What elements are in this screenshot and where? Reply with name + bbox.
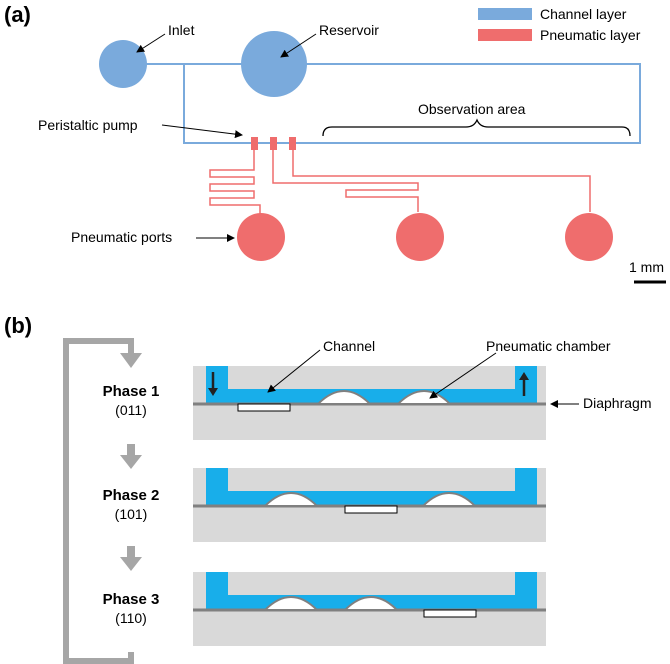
chamber-inflated	[262, 596, 320, 611]
pneumatic-layer	[209, 150, 591, 215]
channel-arrow	[267, 349, 321, 393]
legend-label-pneumatic: Pneumatic layer	[540, 27, 641, 43]
pneumatic-line-1	[209, 150, 261, 215]
legend-label-channel: Channel layer	[540, 6, 627, 22]
phase-2-cross-section	[193, 468, 546, 542]
chamber-flat	[237, 403, 291, 412]
inlet-port	[99, 40, 147, 88]
phase-2-name: Phase 2	[103, 487, 160, 504]
reservoir-label: Reservoir	[319, 22, 379, 38]
channel-layer	[140, 63, 641, 144]
panel-b-tag: (b)	[4, 313, 32, 338]
observation-area-brace	[322, 118, 631, 137]
reservoir	[241, 31, 307, 97]
chamber-flat	[344, 505, 398, 514]
phase-3-code: (110)	[115, 610, 147, 626]
observation-area-label: Observation area	[418, 101, 526, 117]
pneumatic-port-3	[565, 213, 613, 261]
channel-label: Channel	[323, 338, 375, 354]
pump-valve-3	[289, 137, 296, 150]
phase-2-code: (101)	[115, 506, 148, 522]
phase-arrow-1-icon	[120, 444, 142, 469]
pneumatic-line-2	[272, 150, 419, 212]
phase-1-cross-section	[193, 366, 546, 440]
chamber-inflated	[342, 596, 400, 611]
pneumatic-line-3	[292, 150, 591, 212]
reservoir-arrow	[280, 33, 317, 58]
phase-1-code: (011)	[115, 402, 147, 418]
peristaltic-pump-label: Peristaltic pump	[38, 117, 138, 133]
legend-swatch-pneumatic	[478, 29, 532, 41]
legend: Channel layer Pneumatic layer	[478, 6, 641, 43]
cycle-loop-line	[63, 338, 134, 664]
channel-loop	[183, 63, 641, 144]
legend-swatch-channel	[478, 8, 532, 20]
chamber-inflated	[420, 492, 478, 507]
pump-valve-1	[251, 137, 258, 150]
diaphragm-label: Diaphragm	[583, 395, 651, 411]
scale-bar-label: 1 mm	[629, 259, 664, 275]
phase-arrow-2-icon	[120, 546, 142, 571]
pneumatic-port-1	[237, 213, 285, 261]
chamber-inflated	[262, 492, 320, 507]
phase-3-cross-section	[193, 572, 546, 646]
pump-valves	[251, 137, 296, 150]
chamber-flat	[423, 609, 477, 618]
chamber-inflated	[315, 390, 373, 405]
inlet-arrow	[136, 33, 166, 53]
pneumatic-ports-label: Pneumatic ports	[71, 229, 172, 245]
fluid-channel	[206, 366, 537, 404]
peristaltic-pump-arrow	[161, 124, 243, 139]
down-arrow-icon	[120, 353, 142, 368]
pneumatic-chamber-label: Pneumatic chamber	[486, 338, 611, 354]
inlet-label: Inlet	[168, 22, 195, 38]
phase-1-name: Phase 1	[103, 383, 160, 400]
phase-3-name: Phase 3	[103, 591, 160, 608]
down-arrow-icon	[208, 388, 218, 396]
pneumatic-chamber-arrow	[429, 352, 497, 399]
pump-valve-2	[270, 137, 277, 150]
pneumatic-port-2	[396, 213, 444, 261]
panel-a-tag: (a)	[4, 2, 31, 27]
up-arrow-icon	[519, 372, 529, 380]
